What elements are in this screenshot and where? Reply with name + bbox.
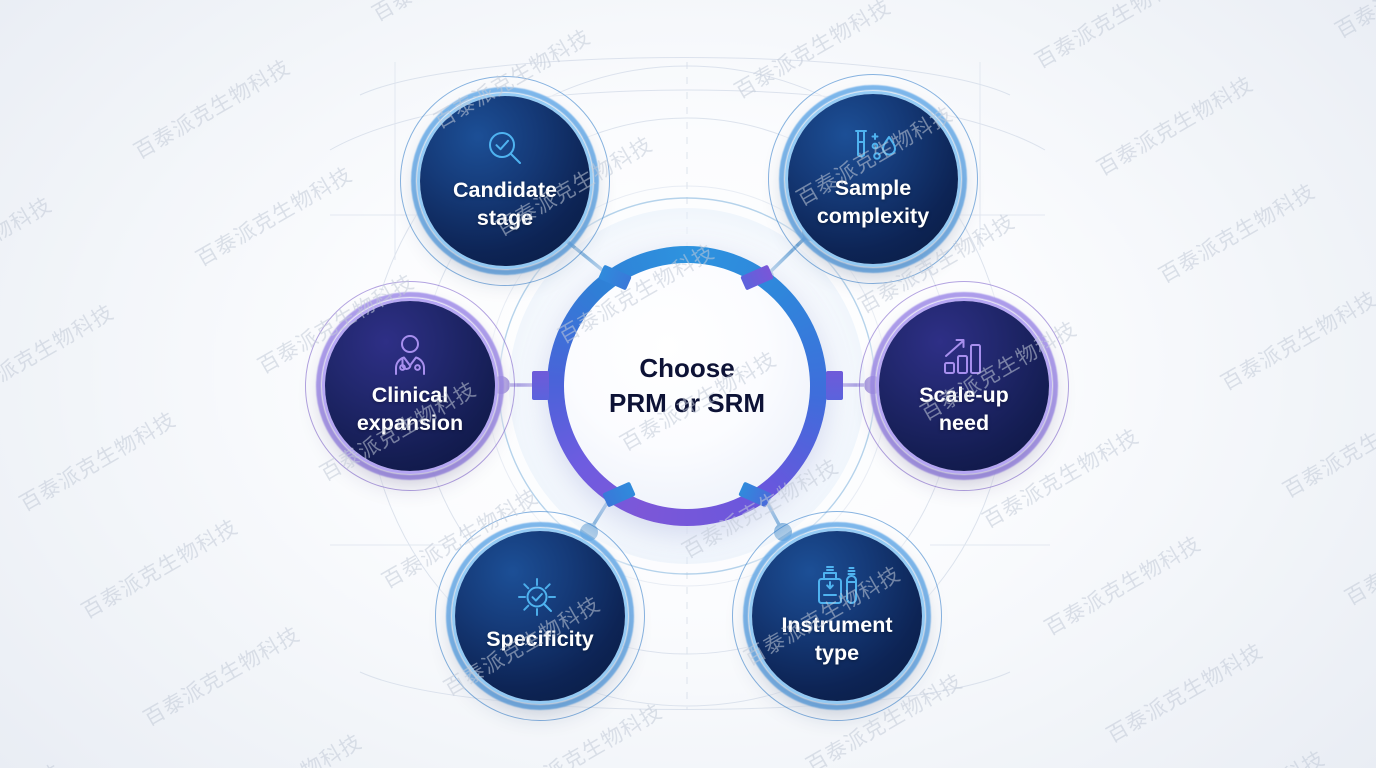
node-sample-complexity[interactable]: Sample complexity <box>766 72 980 286</box>
node-outer-ring <box>435 511 645 721</box>
node-outer-ring <box>305 281 515 491</box>
node-candidate-stage[interactable]: Candidate stage <box>398 74 612 288</box>
node-mid-ring <box>870 292 1058 480</box>
hub-choose-prm-or-srm[interactable]: Choose PRM or SRM <box>509 208 865 564</box>
node-disc <box>879 301 1049 471</box>
node-outer-ring <box>400 76 610 286</box>
hub-label-line1: Choose <box>639 353 735 384</box>
node-mid-ring <box>316 292 504 480</box>
node-disc <box>788 94 958 264</box>
hub-label: Choose PRM or SRM <box>547 246 827 526</box>
node-disc <box>420 96 590 266</box>
hub-gradient-ring <box>547 246 827 526</box>
hub-tick-left <box>532 371 549 400</box>
node-label: Clinical expansion <box>356 383 464 435</box>
magnifier-check-icon <box>483 129 527 171</box>
doctor-stethoscope-icon <box>388 334 432 376</box>
node-disc <box>752 531 922 701</box>
node-label: Sample complexity <box>816 176 930 228</box>
node-clinical-expansion[interactable]: Clinical expansion <box>303 279 517 493</box>
node-disc <box>325 301 495 471</box>
node-outer-ring <box>732 511 942 721</box>
node-specificity[interactable]: Specificity <box>433 509 647 723</box>
node-label: Specificity <box>486 627 594 652</box>
node-outer-ring <box>859 281 1069 491</box>
growth-bar-chart-icon <box>941 334 987 376</box>
analyzer-tube-icon <box>813 564 861 606</box>
node-label: Instrument type <box>781 613 893 665</box>
node-label: Scale-up need <box>919 383 1009 435</box>
test-tube-droplet-icon <box>847 127 899 169</box>
hub-label-line2: PRM or SRM <box>609 388 765 418</box>
radiant-magnifier-check-icon <box>516 578 564 620</box>
node-outer-ring <box>768 74 978 284</box>
hub-tick-right <box>826 371 843 400</box>
node-disc <box>455 531 625 701</box>
node-instrument-type[interactable]: Instrument type <box>730 509 944 723</box>
node-mid-ring <box>779 85 967 273</box>
node-scale-up-need[interactable]: Scale-up need <box>857 279 1071 493</box>
node-label: Candidate stage <box>453 178 557 230</box>
node-mid-ring <box>446 522 634 710</box>
node-mid-ring <box>743 522 931 710</box>
node-mid-ring <box>411 87 599 275</box>
